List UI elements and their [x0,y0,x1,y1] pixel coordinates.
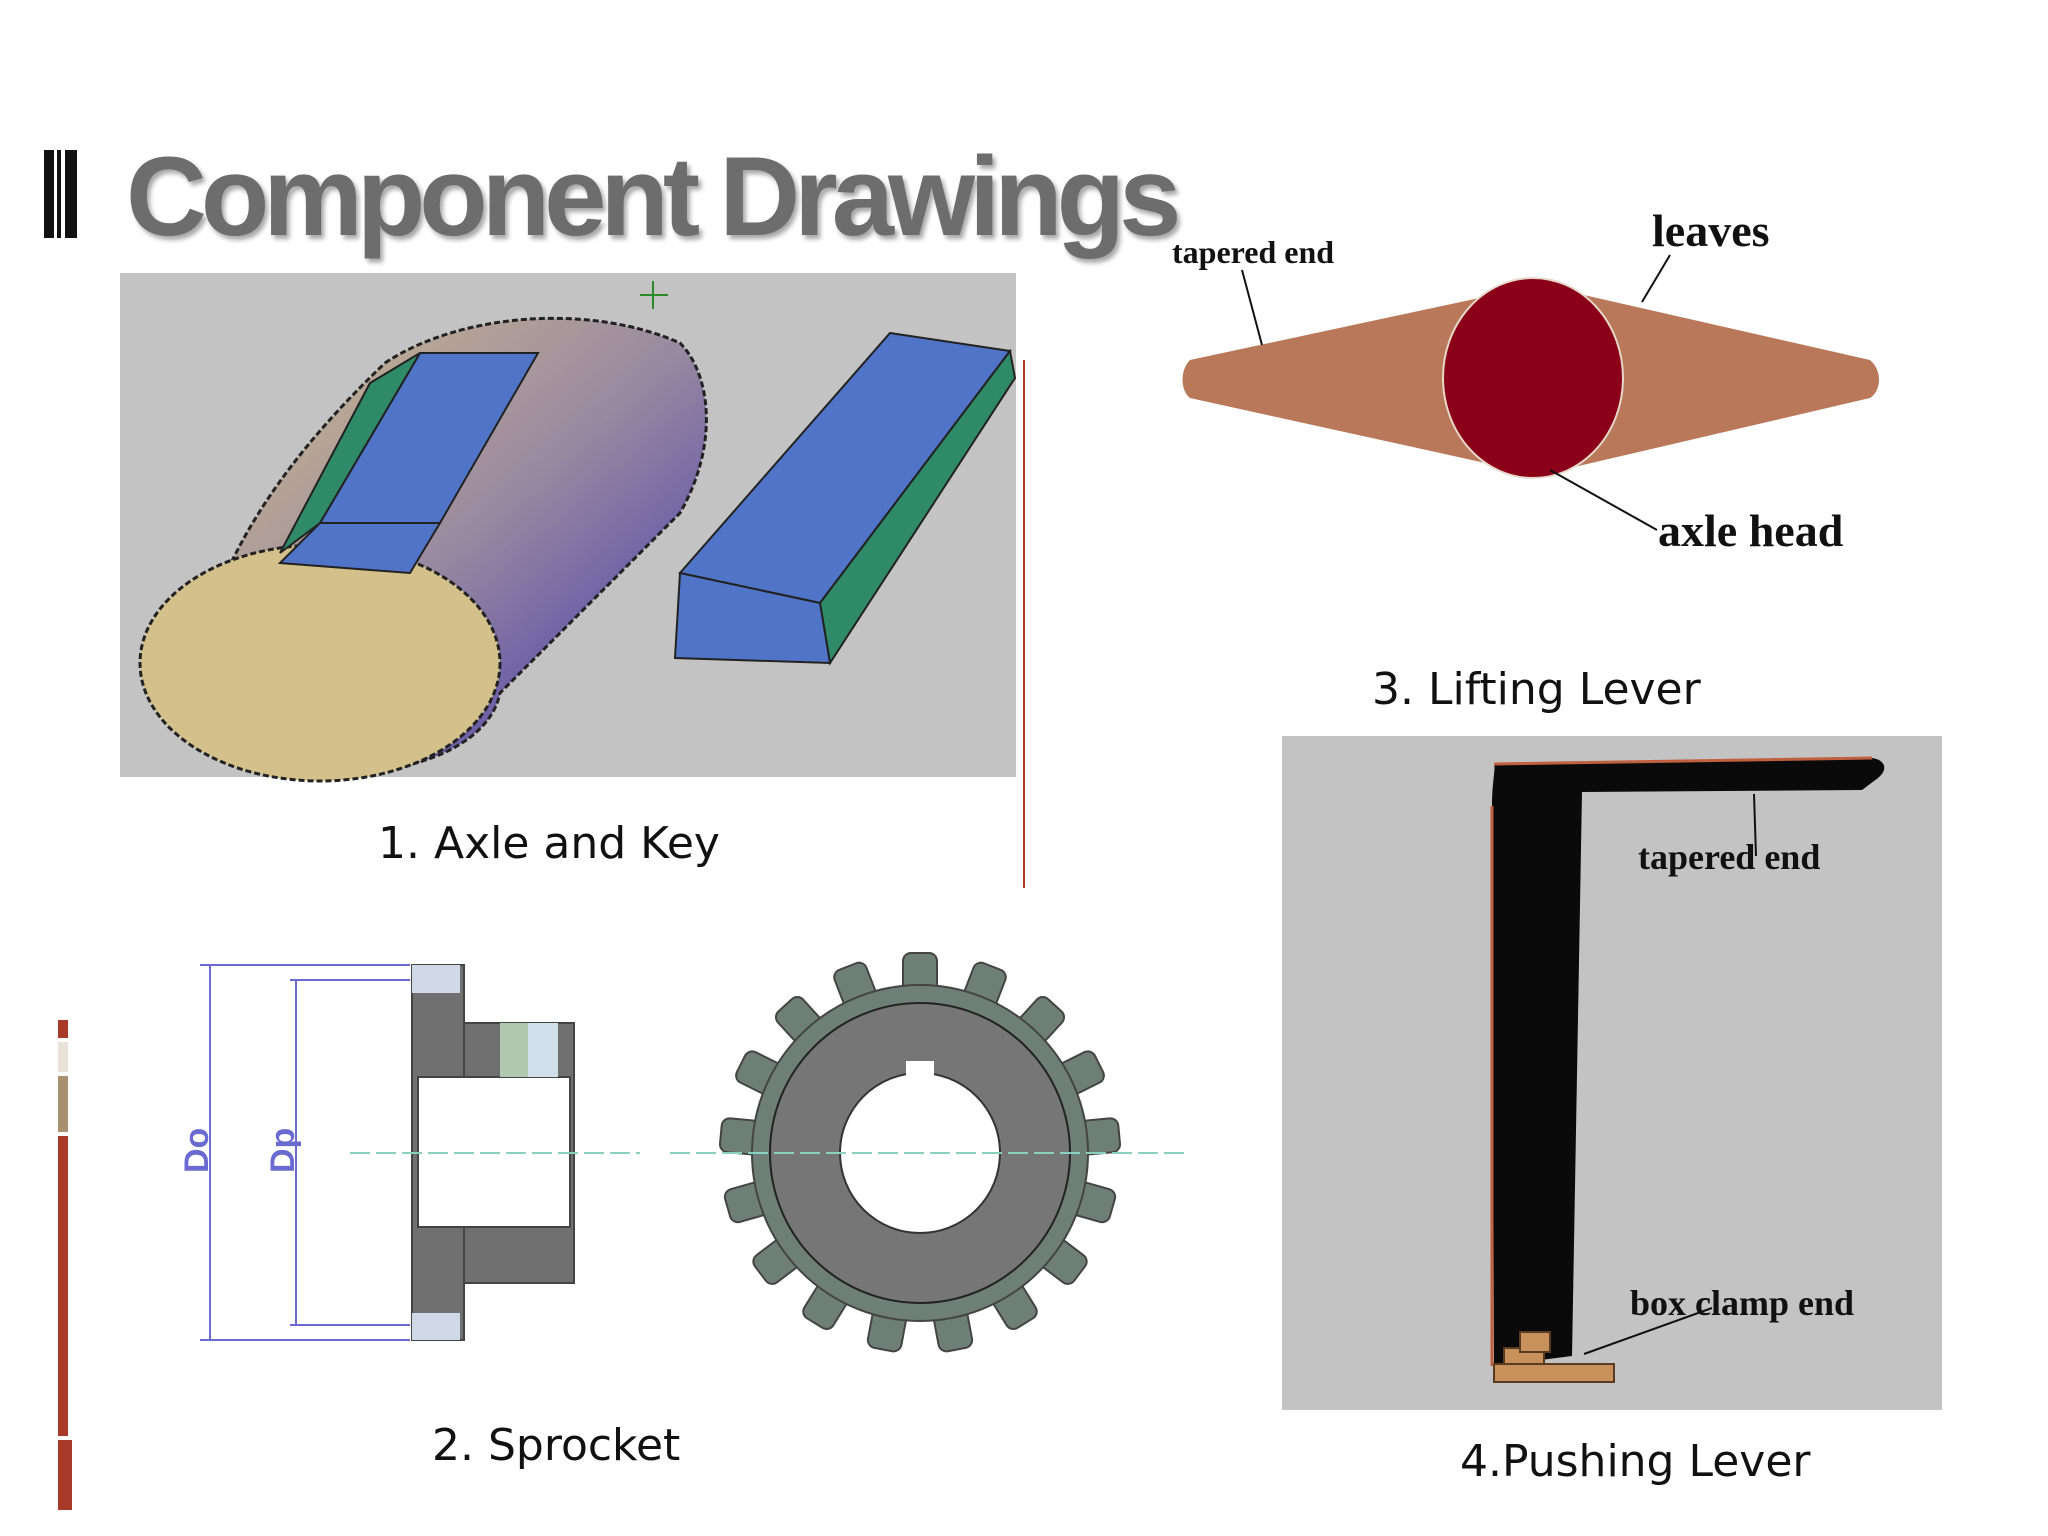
pushing-box-clamp-end-label: box clamp end [1630,1283,1855,1323]
pushing-lever-caption: 4.Pushing Lever [1460,1436,1811,1487]
dim-do-label: Do [178,1128,216,1173]
title-bar-icon [44,150,77,238]
axle-key-drawing [120,273,1017,783]
pushing-lever-drawing: tapered end box clamp end [1282,736,1942,1410]
sprocket-drawing: Do Dp [150,935,1200,1405]
axle-key-caption: 1. Axle and Key [378,818,720,869]
lifting-lever-drawing: tapered end leaves axle head [1170,200,1930,580]
page-title: Component Drawings [126,134,1181,259]
pushing-tapered-end-label: tapered end [1638,837,1821,877]
lifting-lever-caption: 3. Lifting Lever [1372,664,1701,715]
lifting-leaves-label: leaves [1652,205,1770,256]
accent-bar [58,1020,72,1510]
sprocket-caption: 2. Sprocket [432,1420,681,1471]
divider-line [1023,360,1025,888]
lifting-tapered-end-label: tapered end [1172,234,1335,270]
lifting-axle-head-label: axle head [1658,505,1844,556]
dim-dp-label: Dp [264,1128,302,1173]
